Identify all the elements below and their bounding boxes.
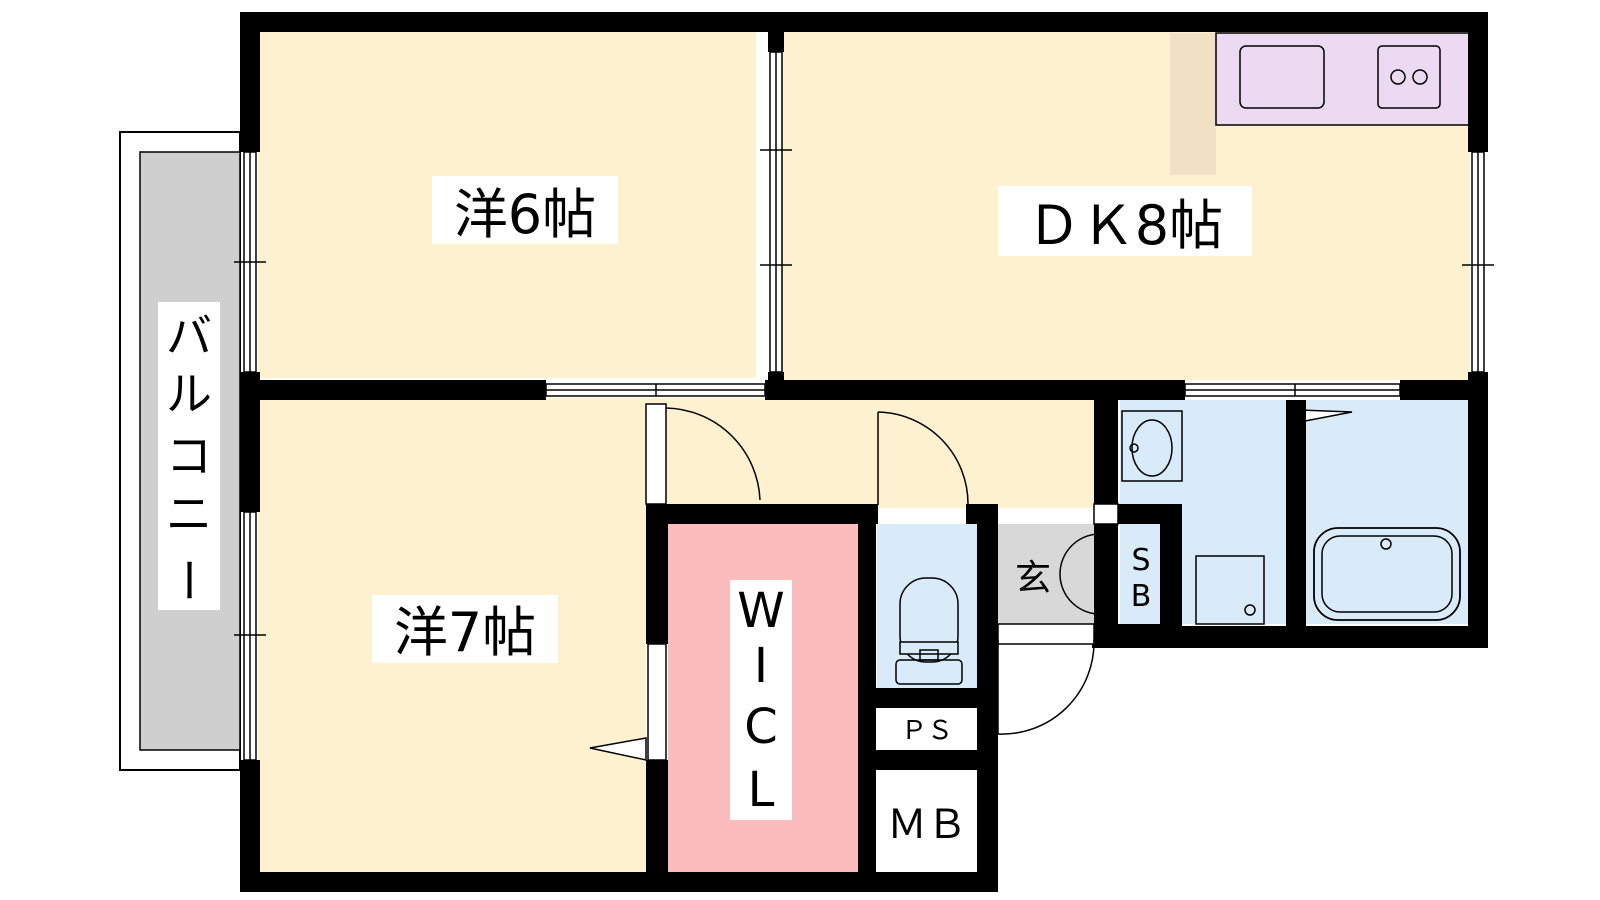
- floor-meter-box: [877, 770, 977, 872]
- room-label-dk-8: ＤＫ8帖: [1027, 194, 1223, 257]
- room-label-wic-c: C: [744, 699, 778, 755]
- washing-machine-space: [1195, 555, 1265, 625]
- room-label-balcony-4: ニ: [166, 487, 212, 541]
- room-label-balcony-3: コ: [166, 429, 212, 483]
- stove-burner-icon: [1412, 69, 1428, 85]
- stove-burner-icon: [1390, 69, 1406, 85]
- floor-pipe-space: [877, 708, 977, 750]
- room-label-meter-box: ＭＢ: [887, 802, 967, 848]
- bathtub-inner: [1321, 535, 1453, 613]
- kitchen-counter: [1215, 32, 1471, 126]
- faucet-icon: [1129, 443, 1139, 453]
- walls: [240, 12, 1488, 892]
- doors: [589, 403, 1119, 761]
- floor-hallway: [646, 398, 1103, 508]
- room-label-pipe-space: ＰＳ: [901, 716, 953, 746]
- floor-entrance: [997, 524, 1102, 624]
- room-label-balcony-1: バ: [166, 309, 212, 363]
- room-label-balcony-2: ル: [166, 367, 212, 421]
- stove: [1377, 45, 1441, 109]
- label-bg-wic: [730, 580, 792, 820]
- floor-bathroom: [1306, 400, 1470, 624]
- label-bg-dk-8: [998, 186, 1252, 256]
- room-label-shoe-box-b: B: [1131, 579, 1152, 614]
- room-label-wic-i: I: [754, 638, 768, 694]
- room-label-western-6: 洋6帖: [454, 183, 596, 246]
- room-label-entrance: 玄: [1015, 558, 1051, 599]
- room-label-balcony-5: ー: [161, 557, 215, 603]
- room-label-shoe-box-s: S: [1131, 543, 1150, 578]
- room-label-wic-w: W: [737, 583, 784, 639]
- toilet-bowl: [899, 577, 959, 663]
- bath-drain-icon: [1380, 538, 1392, 550]
- room-label-wic-l: L: [748, 762, 775, 818]
- toilet-tank: [899, 641, 959, 655]
- label-bg-western-7: [372, 595, 558, 663]
- drain-icon: [1244, 604, 1256, 616]
- washbasin-bowl: [1131, 419, 1173, 477]
- kitchen-sink: [1239, 45, 1325, 109]
- label-bg-western-6: [432, 176, 618, 244]
- bathtub: [1313, 527, 1461, 621]
- fridge-space: [1170, 33, 1216, 175]
- window-ticks: [234, 149, 1494, 636]
- room-label-western-7: 洋7帖: [394, 601, 536, 664]
- label-bg-balcony: [158, 302, 220, 610]
- toilet-lid-handle: [919, 649, 939, 661]
